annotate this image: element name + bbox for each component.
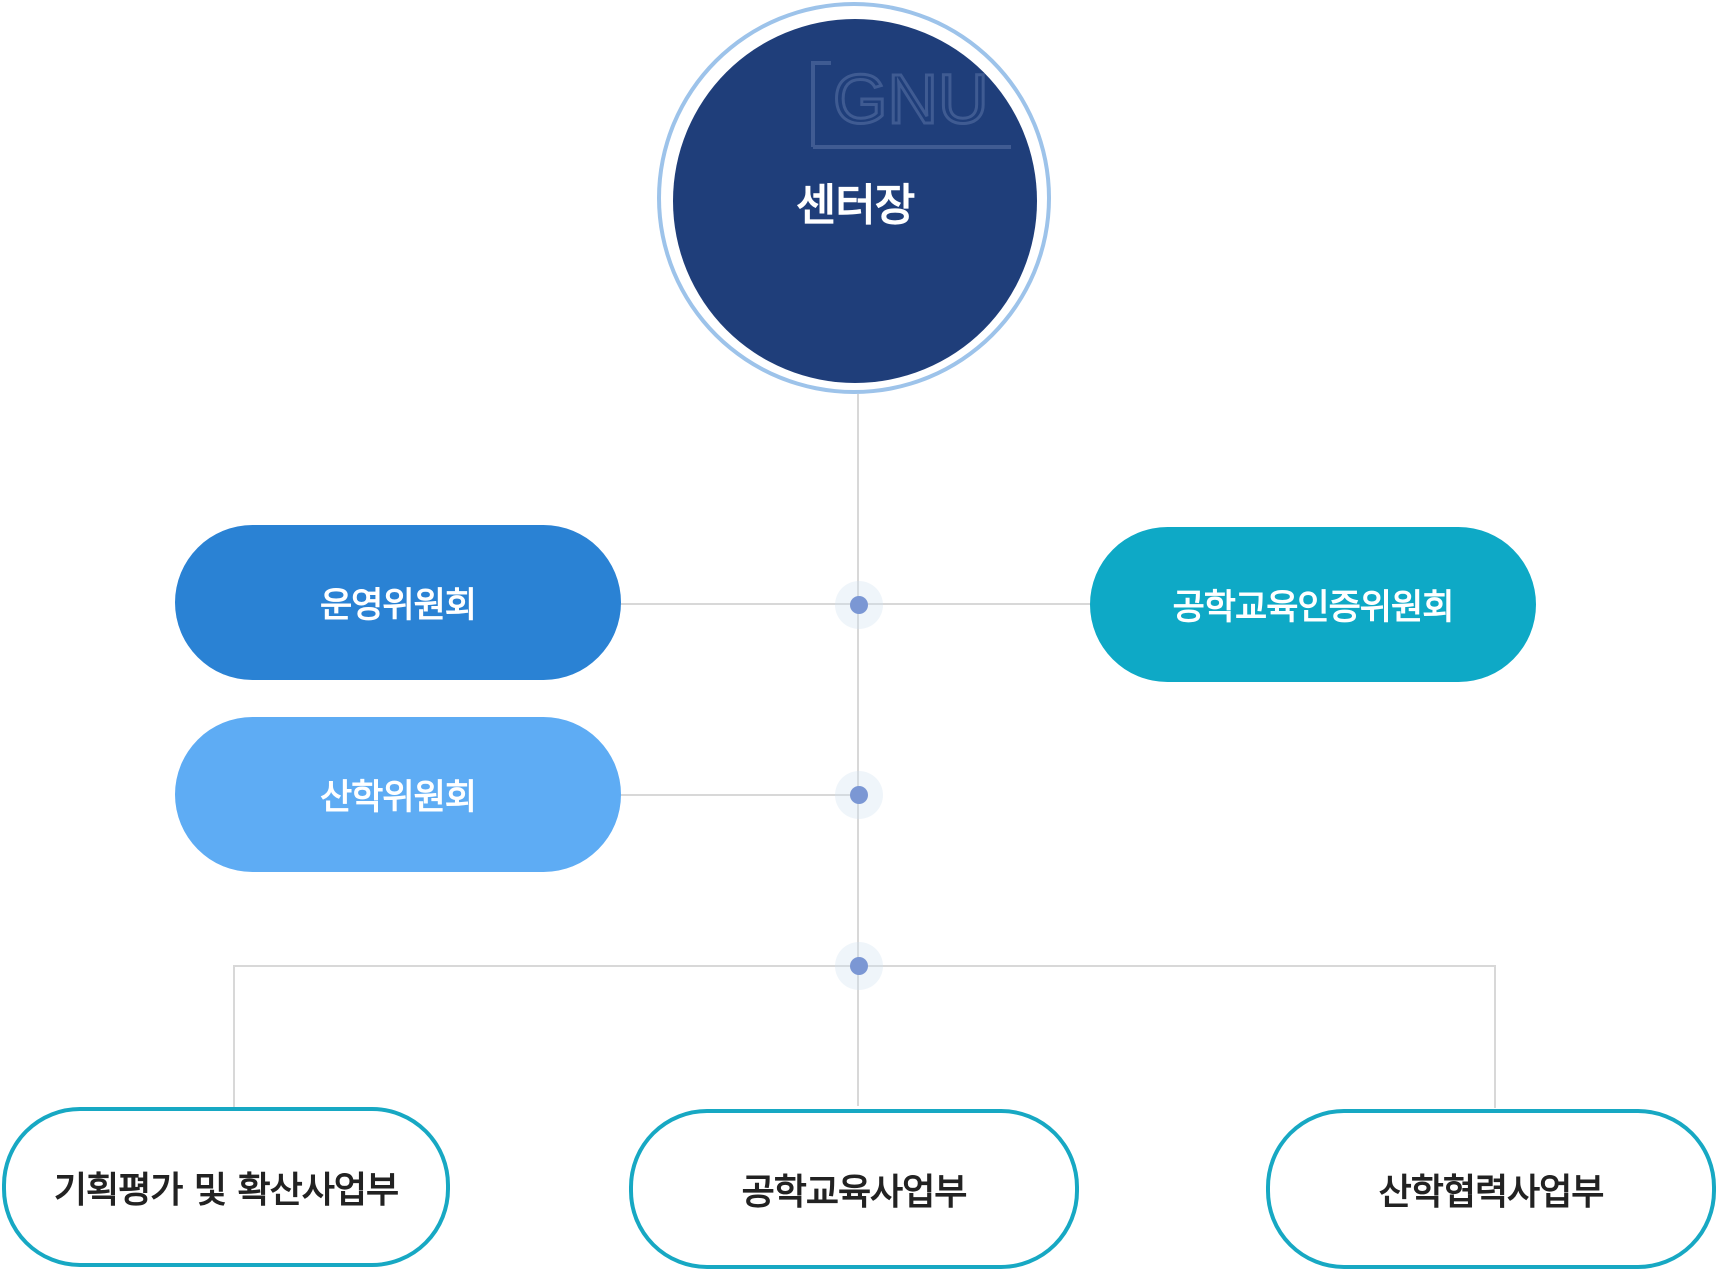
accreditation-branch-line — [859, 603, 1090, 605]
gnu-logo-watermark: GNU — [811, 59, 1011, 149]
gnu-logo-text: GNU — [833, 60, 989, 138]
department-node-engineering-education: 공학교육사업부 — [629, 1109, 1079, 1269]
operations-branch-line — [620, 603, 857, 605]
junction-dot-industry-academia — [850, 786, 868, 804]
industry-academia-branch-line — [620, 794, 857, 796]
department-node-industry-cooperation: 산학협력사업부 — [1266, 1109, 1716, 1269]
department-right-drop-line — [1494, 965, 1496, 1108]
industry-academia-committee-node: 산학위원회 — [175, 717, 621, 872]
department-label-engineering-education: 공학교육사업부 — [741, 1172, 968, 1213]
department-label-planning: 기획평가 및 확산사업부 — [53, 1170, 399, 1211]
department-left-drop-line — [233, 965, 235, 1108]
department-label-industry-cooperation: 산학협력사업부 — [1378, 1172, 1605, 1213]
operations-committee-label: 운영위원회 — [319, 586, 477, 626]
accreditation-committee-label: 공학교육인증위원회 — [1172, 588, 1455, 628]
trunk-line — [857, 394, 859, 1106]
accreditation-committee-node: 공학교육인증위원회 — [1090, 527, 1536, 682]
center-director-label: 센터장 — [795, 180, 915, 231]
junction-dot-committees — [850, 596, 868, 614]
operations-committee-node: 운영위원회 — [175, 525, 621, 680]
industry-academia-committee-label: 산학위원회 — [319, 778, 477, 818]
department-node-planning: 기획평가 및 확산사업부 — [2, 1107, 450, 1267]
junction-dot-departments — [850, 957, 868, 975]
center-node: GNU 센터장 — [673, 19, 1037, 383]
